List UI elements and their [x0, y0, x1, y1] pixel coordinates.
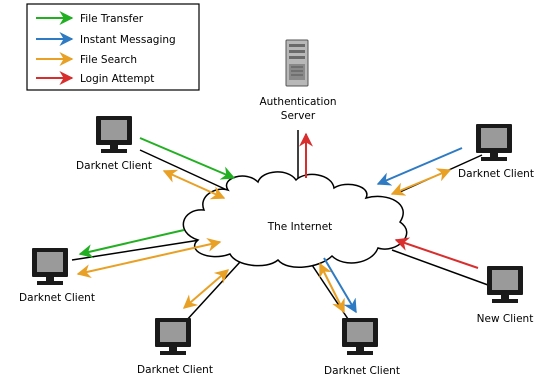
- client-bottom-right: Darknet Client: [324, 318, 400, 377]
- client-label: Darknet Client: [19, 292, 95, 304]
- cloud-label: The Internet: [267, 221, 333, 233]
- arrow-file-search: [76, 237, 222, 279]
- client-label: New Client: [477, 313, 534, 325]
- server-icon: [285, 39, 309, 87]
- client-upper-left: Darknet Client: [76, 116, 152, 172]
- computer-icon: [155, 318, 191, 355]
- legend-label-file-transfer: File Transfer: [80, 13, 144, 25]
- computer-icon: [487, 266, 523, 303]
- computer-icon: [342, 318, 378, 355]
- client-bottom-left: Darknet Client: [137, 318, 213, 376]
- arrow-file-search: [390, 168, 452, 196]
- authentication-server: Authentication Server: [259, 39, 337, 122]
- legend: File Transfer Instant Messaging File Sea…: [26, 3, 200, 91]
- legend-item-file-transfer: File Transfer: [36, 11, 144, 25]
- flow-arrows: [76, 132, 479, 314]
- arrow-file-search: [162, 169, 226, 200]
- legend-item-file-search: File Search: [36, 52, 137, 66]
- computer-icon: [32, 248, 68, 285]
- arrow-instant-messaging: [376, 147, 463, 186]
- cloud-icon: The Internet: [182, 171, 408, 268]
- client-left: Darknet Client: [19, 248, 95, 304]
- client-upper-right: Darknet Client: [458, 124, 534, 180]
- link-bottom-left: [184, 261, 241, 323]
- legend-item-instant-messaging: Instant Messaging: [36, 32, 176, 46]
- arrow-file-search: [182, 269, 230, 309]
- arrow-instant-messaging: [323, 257, 357, 314]
- server-label-line2: Server: [281, 110, 316, 122]
- legend-label-instant-messaging: Instant Messaging: [80, 34, 176, 46]
- legend-item-login-attempt: Login Attempt: [36, 71, 154, 85]
- client-label: Darknet Client: [137, 364, 213, 376]
- link-new-client: [391, 249, 489, 286]
- server-label-line1: Authentication: [259, 96, 336, 108]
- arrow-login-attempt: [394, 237, 479, 269]
- computer-icon: [96, 116, 132, 153]
- client-label: Darknet Client: [458, 168, 534, 180]
- legend-label-login-attempt: Login Attempt: [80, 73, 154, 85]
- client-label: Darknet Client: [324, 365, 400, 377]
- arrow-file-search: [319, 262, 345, 314]
- legend-label-file-search: File Search: [80, 54, 137, 66]
- client-new: New Client: [477, 266, 534, 325]
- client-label: Darknet Client: [76, 160, 152, 172]
